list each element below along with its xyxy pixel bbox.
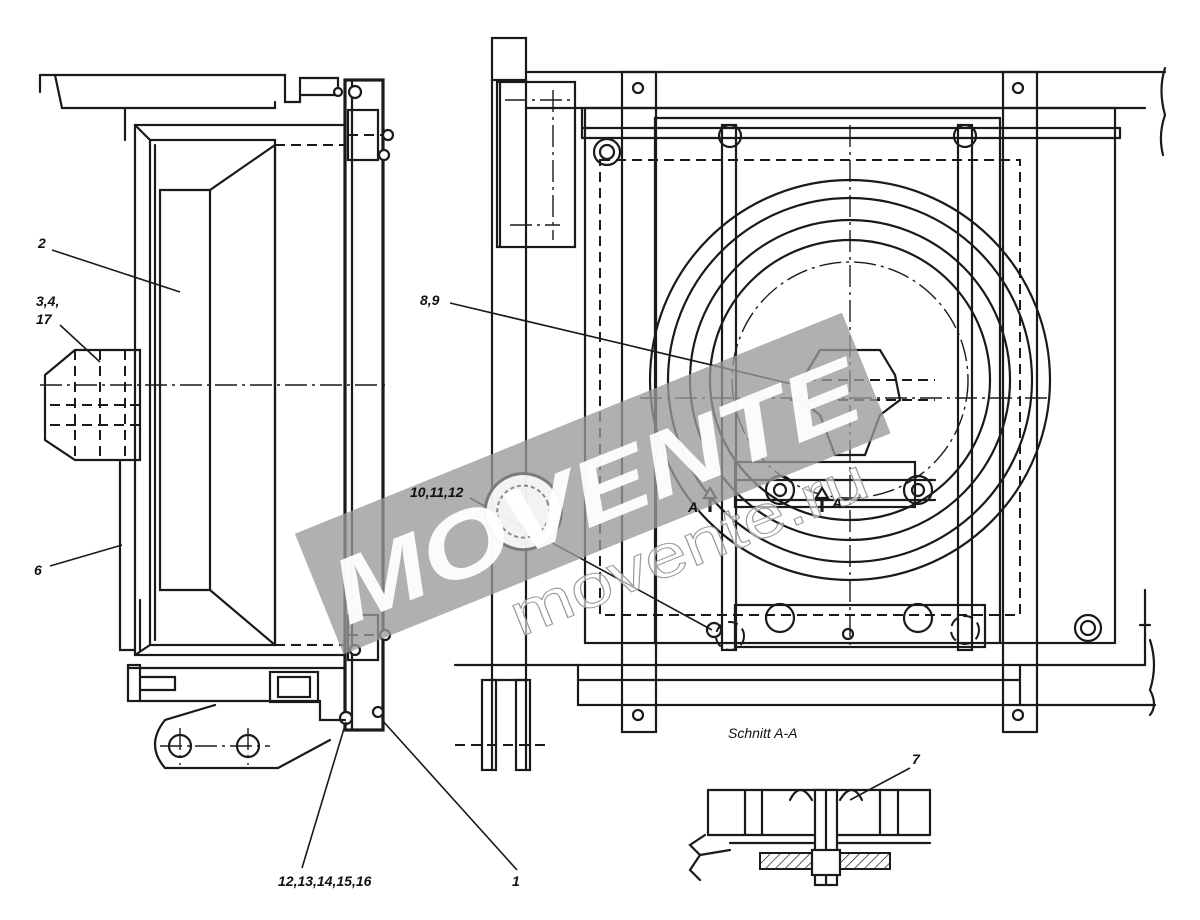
- watermark-band: [294, 312, 891, 655]
- callout-12-16: 12,13,14,15,16: [278, 873, 372, 889]
- callout-17: 17: [36, 311, 53, 327]
- callouts: 2 3,4, 17 6 8,9 10,11,12 12,13,14,15,16 …: [34, 235, 921, 889]
- section-caption: Schnitt A-A: [728, 725, 798, 741]
- middle-column: [455, 36, 577, 772]
- callout-3-4: 3,4,: [36, 293, 59, 309]
- callout-2: 2: [37, 235, 46, 251]
- callout-8-9: 8,9: [420, 292, 440, 308]
- side-view: [38, 73, 395, 770]
- section-marker-right: A: [831, 495, 842, 511]
- section-marker-left: A: [687, 499, 698, 515]
- callout-10-11-12: 10,11,12: [410, 484, 464, 500]
- callout-7: 7: [912, 751, 921, 767]
- callout-6: 6: [34, 562, 42, 578]
- callout-1: 1: [512, 873, 520, 889]
- watermark: MOVENTE movente.ru: [294, 312, 891, 655]
- section-detail: [688, 788, 932, 887]
